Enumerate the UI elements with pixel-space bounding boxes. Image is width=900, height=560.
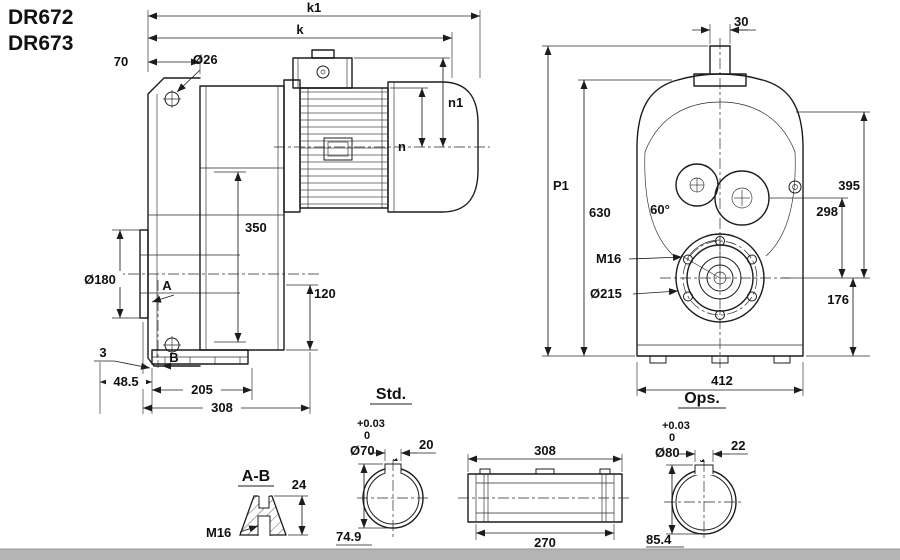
- ops-bore-view: Ops. +0.03 0 Ø80 22 85.4: [646, 390, 748, 548]
- ops-bore-dia-label: Ø80: [655, 445, 680, 460]
- mounting-foot: [649, 355, 667, 364]
- shaft-inner-length-label: 270: [534, 535, 556, 550]
- dim-30-label: 30: [734, 14, 748, 29]
- bottom-scroll-bar: [0, 549, 900, 560]
- flange-bolt-hole: [715, 310, 725, 320]
- ops-key-width-label: 22: [731, 438, 745, 453]
- dim-hole-dia-label: Ø26: [193, 52, 218, 67]
- dim-350-label: 350: [245, 220, 267, 235]
- front-view: [636, 38, 804, 368]
- dim-k1-label: k1: [307, 0, 321, 15]
- motor-adapter: [283, 79, 301, 213]
- dim-k-label: k: [296, 22, 304, 37]
- section-ab-title: A-B: [242, 468, 270, 485]
- eyebolt-hole: [788, 180, 802, 194]
- section-marker-b: B: [169, 350, 178, 365]
- circlip-groove: [599, 468, 611, 475]
- terminal-box-cap: [311, 49, 335, 59]
- flange-bolt-hole: [747, 254, 757, 265]
- hollow-shaft-body: [467, 473, 623, 523]
- dim-48-5-label: 48.5: [113, 374, 138, 389]
- dim-308-label: 308: [211, 400, 233, 415]
- dim-176-label: 176: [827, 292, 849, 307]
- dim-70-label: 70: [114, 54, 128, 69]
- hollow-shaft-view: 308 270: [458, 443, 632, 550]
- motor: [274, 49, 490, 213]
- std-tolerance-lower: 0: [364, 430, 370, 442]
- dim-298-label: 298: [816, 204, 838, 219]
- section-ab-view: A-B M16 24: [206, 468, 308, 540]
- motor-fins: [301, 90, 387, 207]
- mounting-flange: [147, 77, 201, 367]
- std-bore-view: Std. +0.03 0 Ø70 20 74.9: [336, 386, 436, 546]
- dim-24-label: 24: [292, 477, 307, 492]
- section-marker-a: A: [162, 278, 172, 293]
- terminal-box: [292, 57, 353, 89]
- dim-60deg-label: 60°: [650, 202, 670, 217]
- mounting-foot: [711, 355, 729, 364]
- front-view-dimensions: 30 P1 630 395 298 176 412 60° M16 Ø215: [542, 14, 870, 396]
- flange-bolt-hole: [683, 291, 693, 302]
- base-plate: [151, 349, 249, 365]
- model-number-1: DR672: [8, 6, 73, 29]
- dim-205-label: 205: [191, 382, 213, 397]
- dim-395-label: 395: [838, 178, 860, 193]
- output-flange: [675, 233, 765, 323]
- dim-3-label: 3: [99, 345, 106, 360]
- ops-tolerance-upper: +0.03: [662, 420, 690, 432]
- dim-215-label: Ø215: [590, 286, 622, 301]
- title-block: DR672 DR673: [8, 6, 73, 55]
- std-tolerance-upper: +0.03: [357, 418, 385, 430]
- dim-412-label: 412: [711, 373, 733, 388]
- key-detail: [535, 468, 555, 475]
- flange-bolt-hole: [683, 254, 693, 265]
- motor-nameplate: [323, 137, 353, 161]
- dim-120-label: 120: [314, 286, 336, 301]
- mounting-foot: [773, 355, 791, 364]
- std-bore-dia-label: Ø70: [350, 443, 375, 458]
- dim-m16-label: M16: [596, 251, 621, 266]
- std-key-height-label: 74.9: [336, 529, 361, 544]
- gear-shaft-bores: [675, 163, 770, 226]
- cable-gland: [316, 65, 330, 79]
- model-number-2: DR673: [8, 32, 73, 55]
- side-view-dimensions: k1 k 70 Ø26 n1 n 350 Ø180 120 A B 3: [77, 0, 481, 415]
- dim-180-label: Ø180: [84, 272, 116, 287]
- dim-n-label: n: [398, 139, 406, 154]
- circlip-groove: [479, 468, 491, 475]
- dim-p1-label: P1: [553, 178, 569, 193]
- flange-bolt-hole: [747, 291, 757, 302]
- ops-tolerance-lower: 0: [669, 432, 675, 444]
- dim-630-label: 630: [589, 205, 611, 220]
- side-view: [108, 49, 490, 368]
- ops-key-height-label: 85.4: [646, 532, 672, 547]
- section-ab-m16-label: M16: [206, 525, 231, 540]
- shaft-length-label: 308: [534, 443, 556, 458]
- std-title: Std.: [376, 386, 406, 403]
- dim-n1-label: n1: [448, 95, 463, 110]
- ops-title: Ops.: [684, 390, 720, 407]
- fan-cover: [387, 81, 479, 213]
- std-key-width-label: 20: [419, 437, 433, 452]
